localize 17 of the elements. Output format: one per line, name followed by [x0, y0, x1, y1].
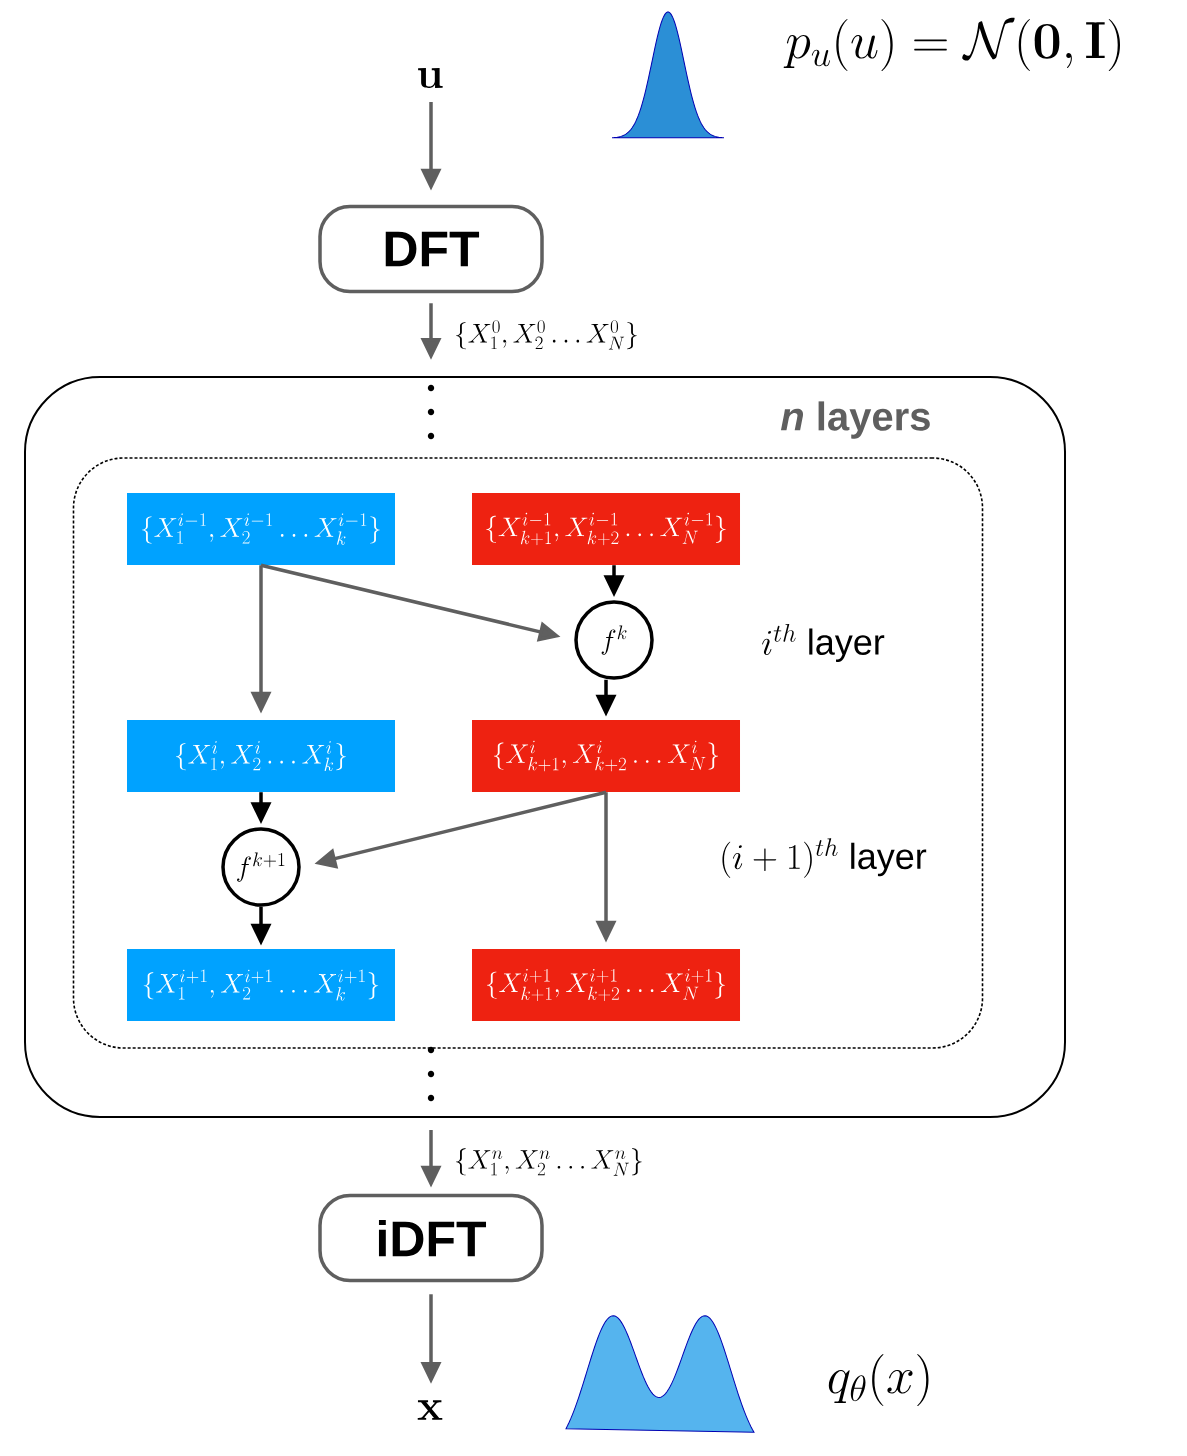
- coefficient-box: $\{X_1^{i+1}, X_2^{i+1}\dots X_k^{i+1}\}$: [127, 949, 395, 1021]
- coefficient-box: $\{X_{k+1}^{i-1}, X_{k+2}^{i-1}\dots X_N^{i-1}\}$: [472, 493, 740, 565]
- layer-label: $i^{th}\text{ layer}$: [762, 624, 885, 662]
- coefficient-box: $\{X_{k+1}^{i}, X_{k+2}^{i}\dots X_N^{i}\}$: [472, 720, 740, 792]
- symbol-label: $\mathbf{u}$: [418, 68, 443, 89]
- formula-label: $p_u(u) = \mathcal{N}(\mathbf{0},\mathbf{I})$: [783, 17, 1120, 71]
- symbol-label: $\mathbf{x}$: [417, 1400, 443, 1420]
- edge-label: $\{X_1^0, X_2^0\dots X_N^0\}$: [456, 320, 637, 350]
- coefficient-box: $\{X_{k+1}^{i+1}, X_{k+2}^{i+1}\dots X_N^{i+1}\}$: [472, 949, 740, 1021]
- layer-label: $(i+1)^{th}\text{ layer}$: [722, 838, 927, 878]
- coefficient-box: $\{X_1^{i}, X_2^{i}\dots X_k^{i}\}$: [127, 720, 395, 792]
- formula-label: $q_\theta(x)$: [828, 1354, 929, 1406]
- process-box: iDFT: [318, 1193, 544, 1283]
- edge-label: $\{X_1^n, X_2^n\dots X_N^n\}$: [456, 1148, 642, 1176]
- layer-group-box: [72, 457, 984, 1049]
- coefficient-box: $\{X_1^{i-1}, X_2^{i-1}\dots X_k^{i-1}\}$: [127, 493, 395, 565]
- process-box: DFT: [318, 204, 544, 294]
